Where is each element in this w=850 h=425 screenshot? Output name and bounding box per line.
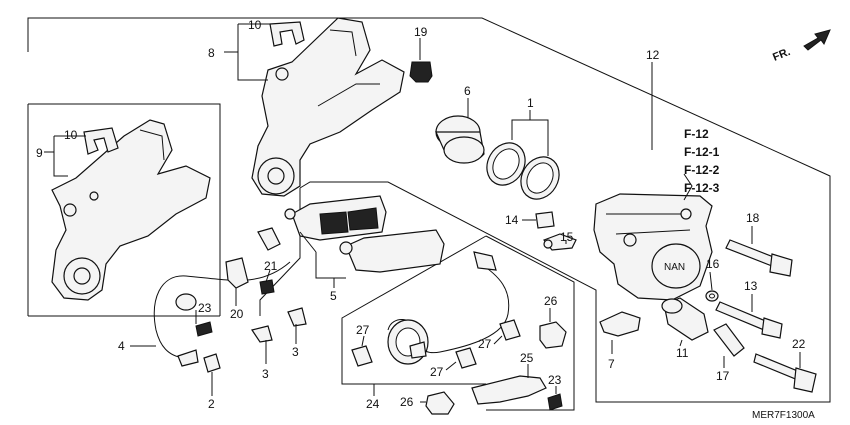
callout-numbers: 1 2 3 3 4 5 6 7 8 9 10 10 11 12 13 14 15… bbox=[36, 18, 806, 411]
callout-27: 27 bbox=[478, 337, 492, 351]
bolt-23-right bbox=[547, 393, 563, 411]
diagram-code: MER7F1300A bbox=[752, 410, 815, 421]
seal-1b bbox=[520, 156, 560, 200]
pin-bolt-18 bbox=[725, 239, 793, 277]
bracket-frame bbox=[28, 103, 221, 316]
bolt-21 bbox=[259, 279, 275, 295]
holder-26-lower bbox=[425, 391, 455, 415]
reference-labels: F-12 F-12-1 F-12-2 F-12-3 bbox=[684, 127, 720, 195]
bleeder-14 bbox=[522, 211, 555, 229]
reference-label: F-12-2 bbox=[684, 163, 720, 177]
sleeve-17 bbox=[713, 323, 745, 357]
callout-20: 20 bbox=[230, 307, 244, 321]
clip-3b bbox=[287, 307, 307, 327]
bracket-25 bbox=[471, 375, 547, 405]
caliper-bracket-8 bbox=[251, 17, 405, 197]
callout-23: 23 bbox=[548, 373, 562, 387]
clip-3a bbox=[251, 325, 273, 343]
callout-24: 24 bbox=[366, 397, 380, 411]
callout-10: 10 bbox=[64, 128, 78, 142]
clip-10-top bbox=[269, 21, 305, 47]
sensor-cable-4 bbox=[153, 227, 291, 367]
callout-9: 9 bbox=[36, 146, 43, 160]
pad-spring-7 bbox=[599, 311, 641, 337]
caliper-body: NAN bbox=[593, 193, 713, 301]
reference-label: F-12-1 bbox=[684, 145, 720, 159]
direction-label: FR. bbox=[771, 46, 792, 64]
brake-pad-lower bbox=[339, 229, 445, 273]
callout-26: 26 bbox=[400, 395, 414, 409]
callout-3: 3 bbox=[292, 345, 299, 359]
callout-21: 21 bbox=[264, 259, 278, 273]
callout-12: 12 bbox=[646, 48, 660, 62]
washer-16 bbox=[705, 290, 719, 302]
reference-label: F-12-3 bbox=[684, 181, 720, 195]
callout-17: 17 bbox=[716, 369, 730, 383]
leader-lines bbox=[44, 23, 801, 403]
main-frame bbox=[27, 17, 831, 403]
sensor-assembly-24 bbox=[387, 251, 510, 365]
callout-25: 25 bbox=[520, 351, 534, 365]
pad-frame bbox=[259, 188, 301, 316]
callout-16: 16 bbox=[706, 257, 720, 271]
bracket-15 bbox=[543, 233, 577, 251]
pin-13 bbox=[715, 301, 783, 339]
clamp-27b bbox=[455, 347, 477, 369]
callout-23: 23 bbox=[198, 301, 212, 315]
callout-5: 5 bbox=[330, 289, 337, 303]
callout-26: 26 bbox=[544, 294, 558, 308]
clamp-27c bbox=[499, 319, 521, 341]
piston-6 bbox=[435, 115, 485, 164]
boot-11 bbox=[661, 297, 709, 341]
clamp-20 bbox=[225, 257, 249, 289]
direction-indicator: FR. bbox=[771, 29, 831, 64]
callout-27: 27 bbox=[430, 365, 444, 379]
holder-26-upper bbox=[539, 321, 567, 349]
reference-label: F-12 bbox=[684, 127, 709, 141]
callout-27: 27 bbox=[356, 323, 370, 337]
callout-10: 10 bbox=[248, 18, 262, 32]
cap-19 bbox=[409, 61, 433, 83]
clip-2 bbox=[203, 353, 221, 373]
seal-1a bbox=[486, 142, 526, 186]
callout-8: 8 bbox=[208, 46, 215, 60]
sensor-frame bbox=[341, 235, 575, 411]
caliper-bracket-9 bbox=[51, 119, 211, 301]
callout-3: 3 bbox=[262, 367, 269, 381]
arrow-icon bbox=[803, 29, 831, 51]
callout-19: 19 bbox=[414, 25, 428, 39]
callout-18: 18 bbox=[746, 211, 760, 225]
callout-2: 2 bbox=[208, 397, 215, 411]
callout-14: 14 bbox=[505, 213, 519, 227]
clamp-27a bbox=[351, 345, 373, 367]
callout-11: 11 bbox=[676, 346, 689, 360]
callout-1: 1 bbox=[527, 96, 534, 110]
callout-7: 7 bbox=[608, 357, 615, 371]
callout-15: 15 bbox=[560, 230, 574, 244]
clip-10-left bbox=[83, 127, 119, 155]
bolt-23-left bbox=[195, 321, 213, 337]
brake-pad-upper bbox=[284, 195, 387, 241]
callout-13: 13 bbox=[744, 279, 758, 293]
bolt-22 bbox=[753, 353, 817, 393]
callout-22: 22 bbox=[792, 337, 806, 351]
caliper-logo: NAN bbox=[664, 262, 685, 273]
callout-4: 4 bbox=[118, 339, 125, 353]
callout-6: 6 bbox=[464, 84, 471, 98]
